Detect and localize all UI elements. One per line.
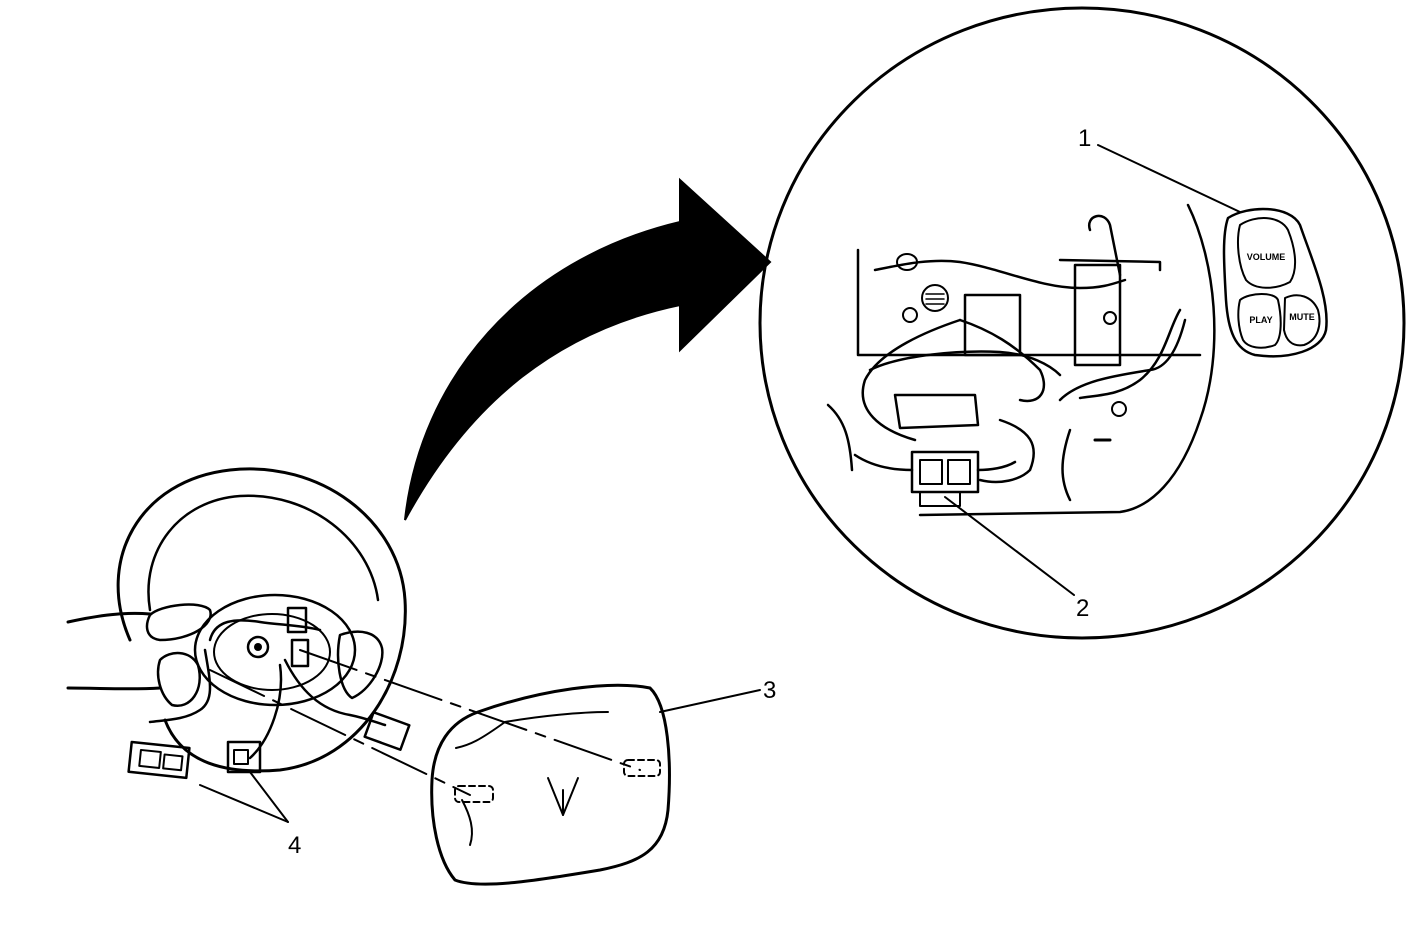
callout-4: 4: [288, 832, 301, 859]
transition-arrow: [404, 177, 772, 521]
play-button-label: PLAY: [1249, 315, 1272, 325]
radio-control-switch: VOLUME PLAY MUTE: [1222, 207, 1328, 358]
mute-button-label: MUTE: [1289, 312, 1315, 322]
leader-lines: [199, 144, 1241, 823]
alignment-lines: [209, 649, 641, 796]
callout-1: 1: [1078, 125, 1091, 152]
callout-3: 3: [763, 677, 776, 704]
steering-wheel-assembly: [66, 467, 411, 780]
detail-view: VOLUME PLAY MUTE: [758, 6, 1406, 640]
inflator-module: [430, 683, 671, 886]
callout-2: 2: [1076, 595, 1089, 622]
volume-button-label: VOLUME: [1247, 252, 1286, 262]
